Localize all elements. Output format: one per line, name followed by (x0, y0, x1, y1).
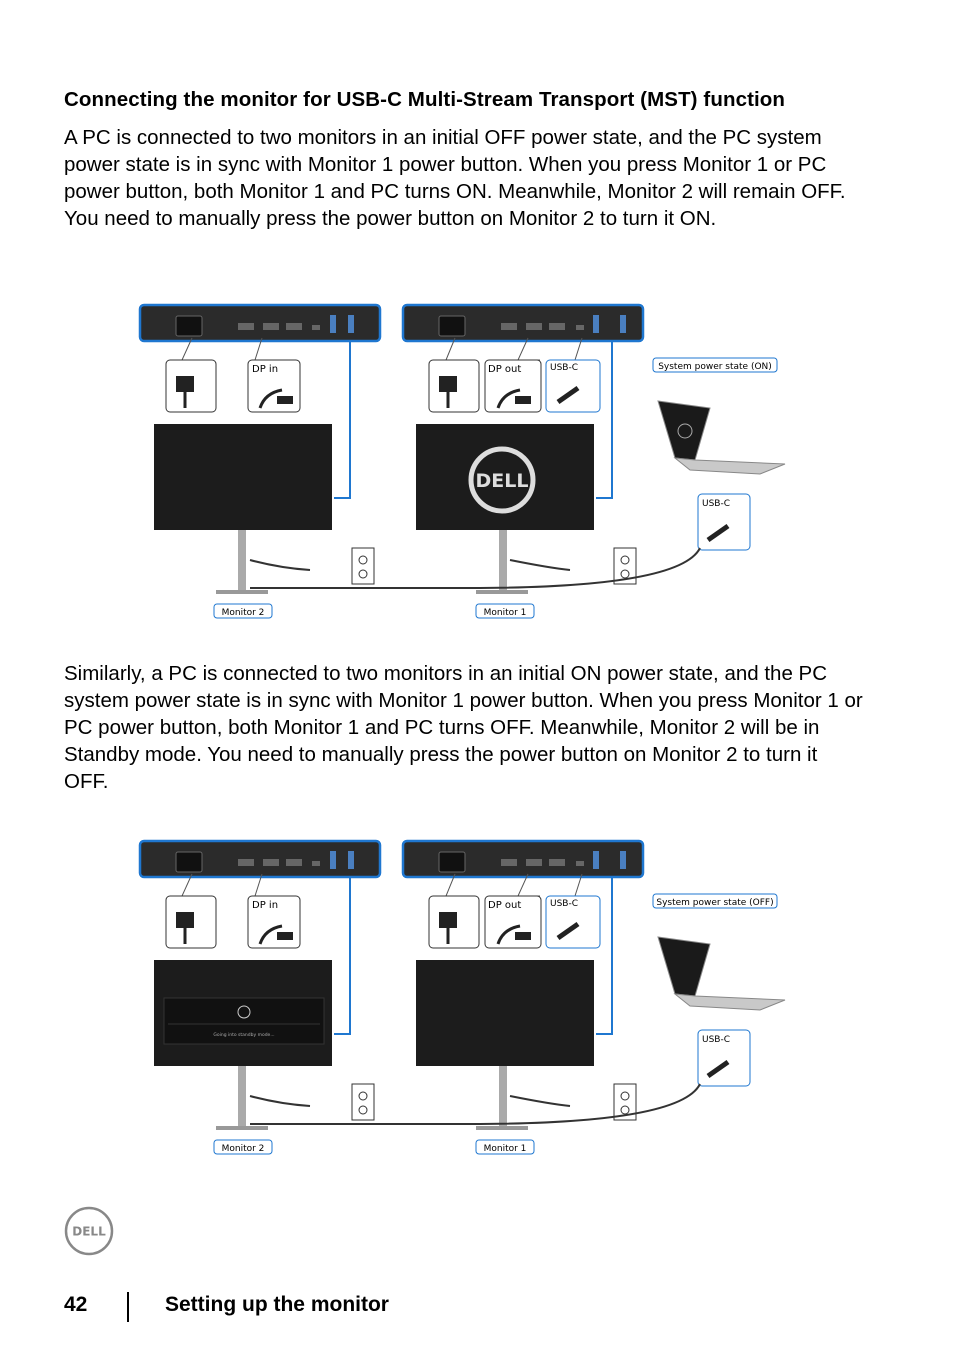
laptop-icon (657, 936, 786, 1011)
usb-c-monitor-label: USB-C (550, 363, 578, 373)
monitor-1: DELL (416, 424, 594, 594)
system-power-state-label: System power state (ON) (658, 362, 772, 372)
power-plug-icon (428, 359, 480, 413)
dp-cable-icon: DP out (484, 359, 542, 413)
usb-c-laptop-label: USB-C (702, 499, 730, 509)
svg-text:DELL: DELL (72, 1225, 106, 1239)
power-plug-icon (165, 359, 217, 413)
dell-logo-icon: DELL (64, 1206, 114, 1256)
footer-divider (127, 1292, 129, 1322)
monitor-2-label: Monitor 2 (222, 1144, 265, 1154)
monitor-2: Going into standby mode... (154, 960, 332, 1130)
usb-c-cable-icon: USB-C (697, 493, 751, 551)
monitor-2-port-panel (138, 839, 382, 879)
footer-section-title: Setting up the monitor (165, 1293, 389, 1316)
power-plug-icon (428, 895, 480, 949)
laptop-icon (657, 400, 786, 475)
diagram-mst-power-off: DP in DP out USB-C Going into standby mo… (138, 839, 786, 1155)
usb-c-cable-icon: USB-C (697, 1029, 751, 1087)
dp-out-label: DP out (488, 364, 521, 375)
dp-cable-icon: DP in (247, 895, 301, 949)
section-heading: Connecting the monitor for USB-C Multi-S… (64, 88, 786, 111)
monitor-1-label: Monitor 1 (484, 608, 527, 618)
monitor-1-port-panel (401, 303, 645, 343)
system-power-state-label: System power state (OFF) (656, 898, 773, 908)
diagram-mst-power-on: DP in DP out USB-C DELL (138, 303, 786, 619)
page-number: 42 (64, 1293, 88, 1316)
dell-logo-icon: DELL (468, 446, 536, 514)
monitor-1 (416, 960, 594, 1130)
wall-outlet-icon (613, 1083, 637, 1121)
usb-c-monitor-label: USB-C (550, 899, 578, 909)
wall-outlet-icon (351, 1083, 375, 1121)
usb-c-laptop-label: USB-C (702, 1035, 730, 1045)
paragraph-on-state: Similarly, a PC is connected to two moni… (64, 662, 863, 793)
svg-text:DELL: DELL (476, 470, 529, 492)
usb-c-cable-icon: USB-C (545, 359, 601, 413)
standby-message: Going into standby mode... (213, 1032, 274, 1038)
monitor-1-label: Monitor 1 (484, 1144, 527, 1154)
paragraph-off-state: A PC is connected to two monitors in an … (64, 126, 846, 230)
dp-out-label: DP out (488, 900, 521, 911)
dell-logo-icon (237, 1005, 251, 1019)
monitor-2-label: Monitor 2 (222, 608, 265, 618)
dp-in-label: DP in (252, 900, 278, 911)
dp-cable-icon: DP out (484, 895, 542, 949)
wall-outlet-icon (613, 547, 637, 585)
monitor-2-port-panel (138, 303, 382, 343)
dp-cable-icon: DP in (247, 359, 301, 413)
dp-in-label: DP in (252, 364, 278, 375)
usb-c-cable-icon: USB-C (545, 895, 601, 949)
wall-outlet-icon (351, 547, 375, 585)
monitor-2 (154, 424, 332, 594)
monitor-1-port-panel (401, 839, 645, 879)
power-plug-icon (165, 895, 217, 949)
